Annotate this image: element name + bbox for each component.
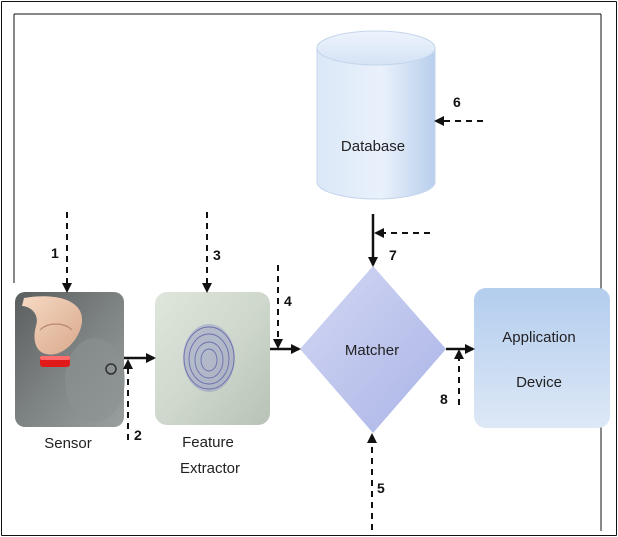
flow-arrows	[124, 214, 475, 363]
sensor-label: Sensor	[44, 435, 92, 452]
matcher-node: Matcher	[300, 266, 446, 433]
attack-label-5: 5	[377, 480, 385, 496]
application-label-line1: Application	[502, 329, 575, 346]
database-node: Database	[316, 30, 436, 200]
feature-label-line1: Feature	[182, 434, 234, 451]
attack-label-2: 2	[134, 427, 142, 443]
feature-label-line2: Extractor	[180, 460, 240, 477]
application-label-line2: Device	[516, 374, 562, 391]
attack-label-6: 6	[453, 94, 461, 110]
attack-label-4: 4	[284, 293, 292, 309]
sensor-image	[15, 292, 125, 427]
attack-label-8: 8	[440, 391, 448, 407]
attack-label-7: 7	[389, 247, 397, 263]
feature-extractor-image	[155, 292, 270, 425]
application-device-node: Application Device	[474, 288, 610, 428]
attack-label-1: 1	[51, 245, 59, 261]
attack-label-3: 3	[213, 247, 221, 263]
matcher-label: Matcher	[345, 342, 399, 359]
attack-arrows	[62, 116, 483, 530]
database-label: Database	[341, 138, 405, 155]
attack-labels: 1 2 3 4 5 6 7 8	[51, 94, 461, 496]
